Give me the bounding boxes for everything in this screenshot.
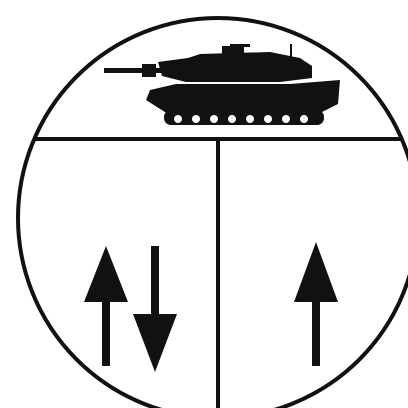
tank-periscope: [230, 44, 250, 47]
road-wheel: [300, 115, 308, 123]
arrow-up-shaft: [102, 300, 110, 366]
arrow-down-shaft: [151, 246, 159, 316]
road-wheel: [192, 115, 200, 123]
road-wheel: [210, 115, 218, 123]
tank-mantlet: [142, 64, 156, 77]
tank-cupola: [222, 46, 244, 54]
road-wheel: [174, 115, 182, 123]
tank-antenna: [290, 44, 292, 58]
road-wheel: [228, 115, 236, 123]
tank-track: [164, 110, 324, 125]
road-wheel: [282, 115, 290, 123]
road-wheel: [264, 115, 272, 123]
tank-barrel: [104, 68, 166, 73]
tank-hull: [146, 80, 340, 114]
arrow-up-shaft: [312, 300, 320, 366]
road-wheel: [246, 115, 254, 123]
